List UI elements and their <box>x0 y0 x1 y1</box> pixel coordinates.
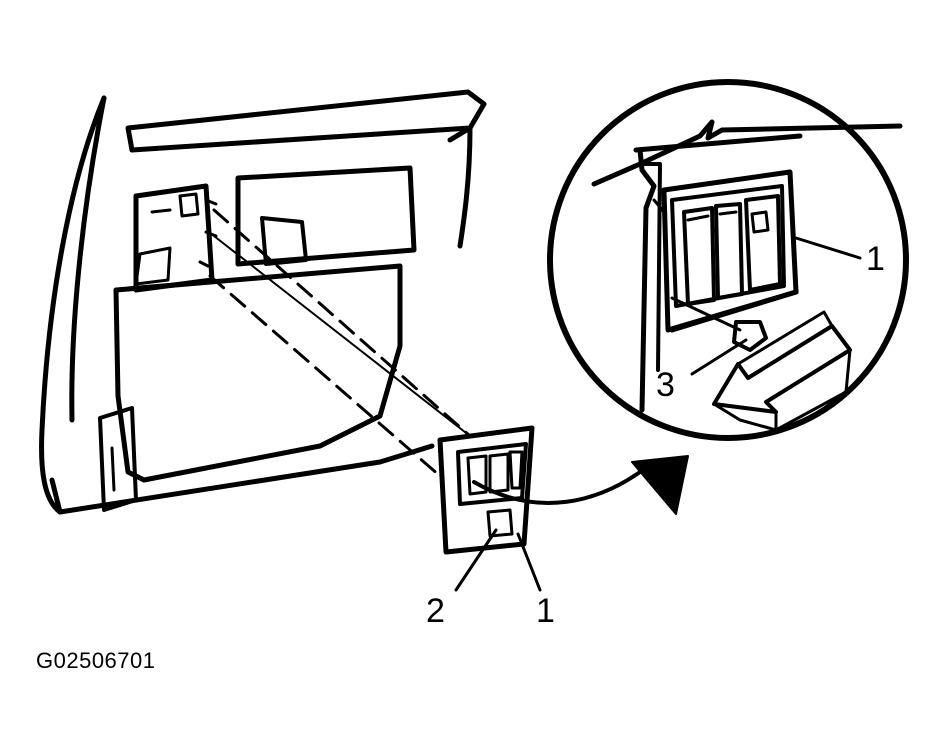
figure-id: G02506701 <box>36 648 156 673</box>
door-panel <box>39 89 487 515</box>
callout-detail-screw: 3 <box>656 366 675 404</box>
arrow-head <box>631 455 689 515</box>
curved-arrow <box>472 470 642 505</box>
callout-detail-part: 1 <box>866 240 885 278</box>
callout-main-part: 1 <box>536 592 555 630</box>
guide-line <box>213 235 471 437</box>
alignment-lines <box>208 208 472 478</box>
direction-arrow <box>712 324 852 414</box>
screw-icon <box>732 320 768 352</box>
connector-icon <box>486 508 514 538</box>
callout-main-connector: 2 <box>426 592 445 630</box>
switch-assembly <box>437 425 535 555</box>
detail-view <box>547 79 909 441</box>
